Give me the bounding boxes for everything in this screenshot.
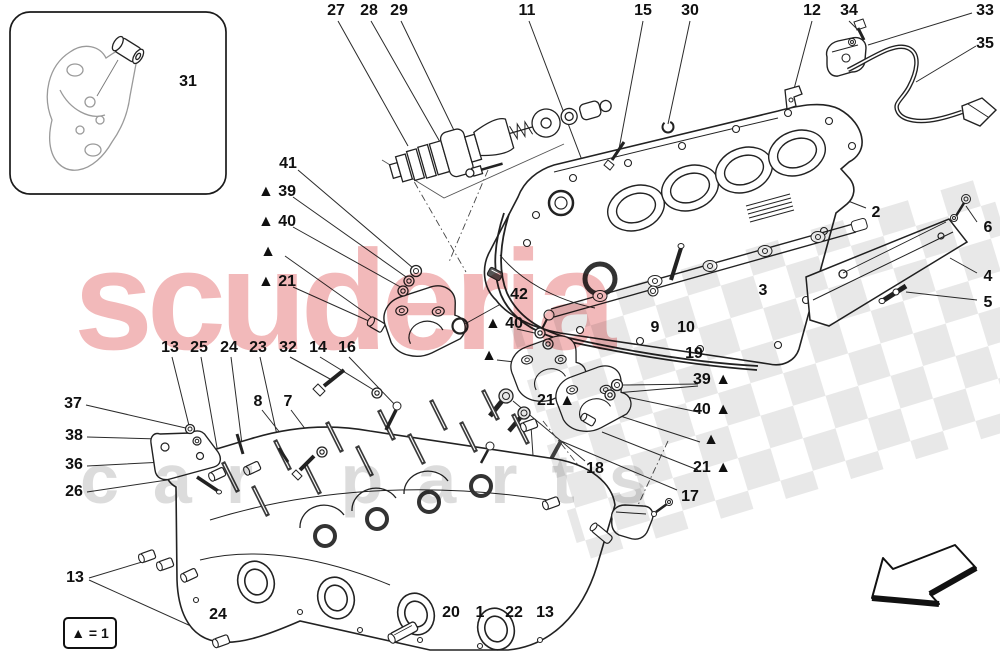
cylinder-head — [165, 390, 616, 651]
bolt-8 — [291, 454, 316, 481]
inset-tappet — [111, 35, 145, 65]
sensor-bolt-34 — [848, 18, 867, 46]
journal-arches — [299, 470, 449, 529]
bolt-15 — [603, 141, 626, 171]
checker-watermark — [509, 175, 1000, 562]
solenoid-assembly — [388, 99, 612, 183]
fasteners — [136, 120, 675, 650]
intake-ports — [607, 129, 826, 232]
o-ring-42 — [451, 317, 469, 335]
valve-22 — [479, 441, 495, 464]
cover-slats — [745, 193, 795, 223]
construction-lines — [399, 156, 669, 519]
inset-panel — [9, 11, 227, 195]
cam-journals — [313, 474, 493, 548]
legend-box: ▲ = 1 — [63, 617, 117, 649]
stud-20 — [387, 621, 419, 644]
flange-bolts — [192, 596, 544, 650]
bolt-16 — [384, 401, 402, 431]
legend-text: ▲ = 1 — [71, 625, 109, 641]
mounting-bracket — [150, 423, 222, 495]
cable-connector — [961, 97, 998, 127]
elbow-sensor-12 — [784, 85, 803, 110]
bolt-32 — [312, 368, 346, 397]
clip-30 — [661, 120, 675, 134]
direction-arrow — [871, 544, 978, 607]
sensor-and-cable — [784, 18, 998, 127]
inset-bracket — [46, 45, 137, 171]
